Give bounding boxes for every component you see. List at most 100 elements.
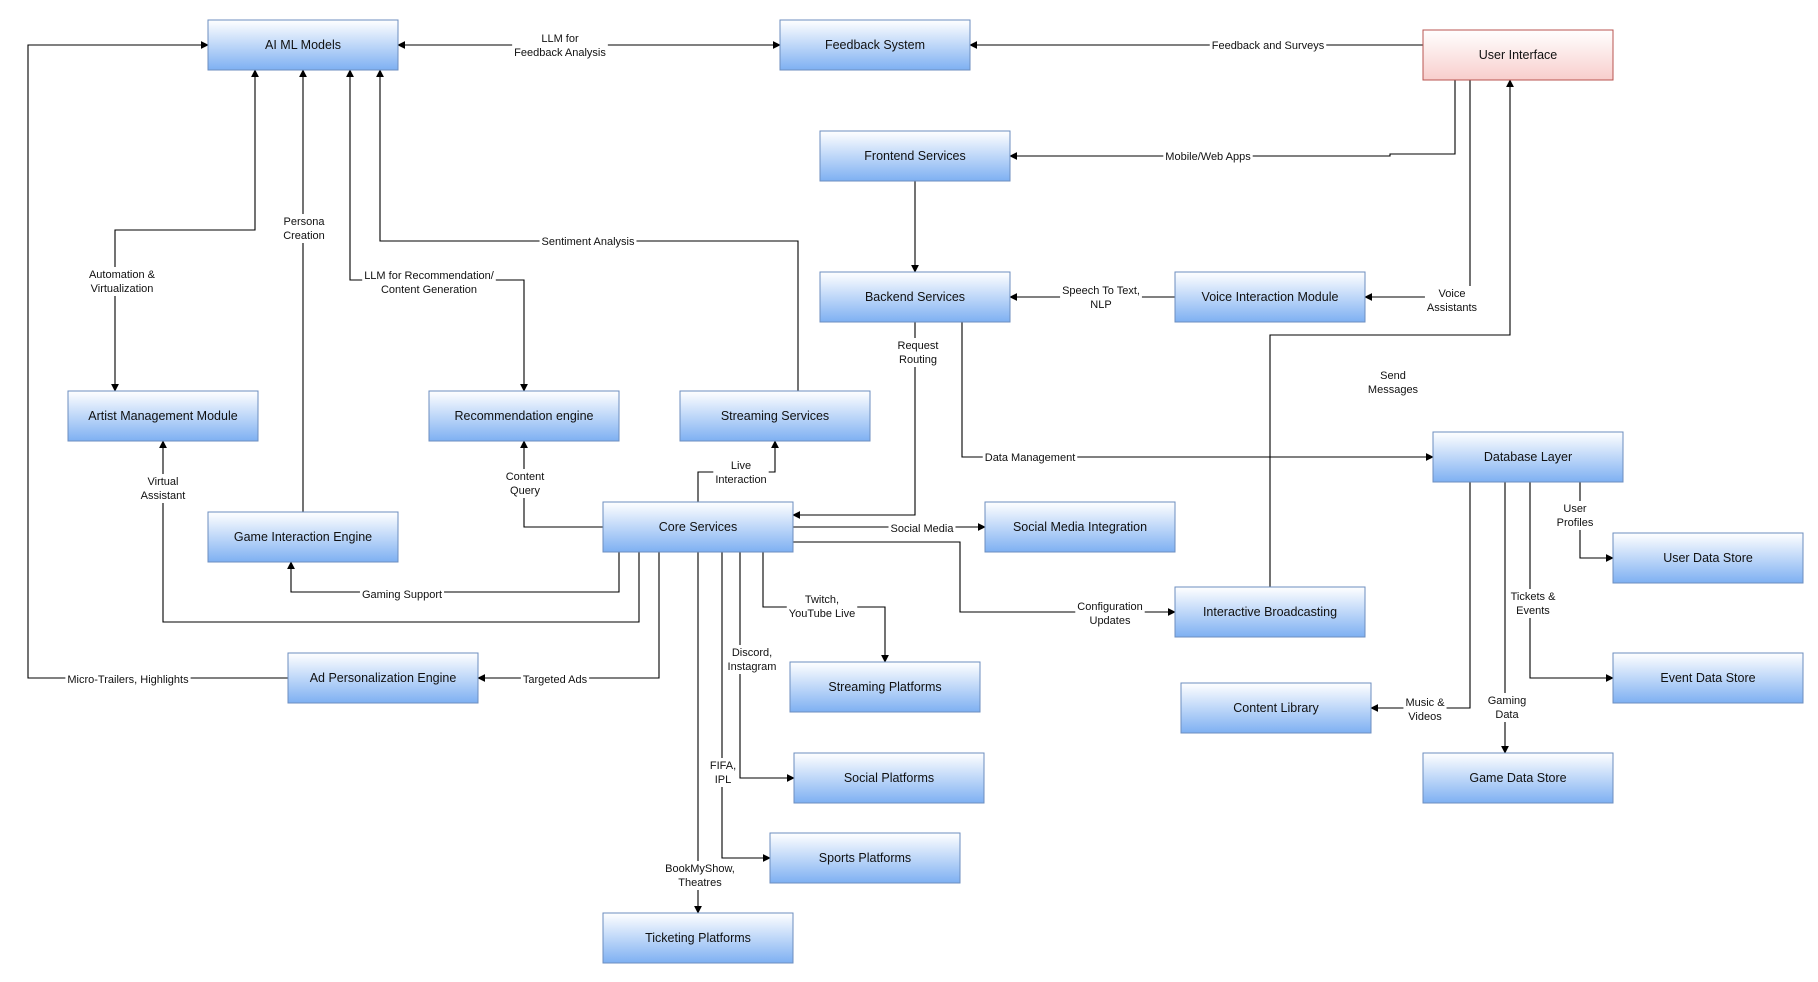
edge-label-line: Interaction xyxy=(715,474,766,486)
node-label: User Interface xyxy=(1479,48,1558,62)
edge-label-line: Content xyxy=(506,471,545,483)
edge-label-line: Gaming Support xyxy=(362,589,442,601)
edge-label-background xyxy=(707,758,739,787)
edge-label-line: Creation xyxy=(283,230,325,242)
node-user-data-store: User Data Store xyxy=(1612,532,1804,584)
edge-label-targeted-ads: Targeted Ads xyxy=(520,672,590,687)
node-box xyxy=(1612,652,1804,704)
edge-label-background xyxy=(1403,695,1447,724)
edge-label-line: Updates xyxy=(1090,615,1131,627)
node-box xyxy=(819,130,1011,182)
node-artist-management-module: Artist Management Module xyxy=(67,390,259,442)
edge-core-broadcast xyxy=(793,541,1176,616)
edge-label-line: Routing xyxy=(899,354,937,366)
edge-label-background xyxy=(1424,286,1480,315)
edge-label-line: Discord, xyxy=(732,647,772,659)
edge-label-line: Feedback and Surveys xyxy=(1212,40,1325,52)
node-frontend-services: Frontend Services xyxy=(819,130,1011,182)
edge-label-background xyxy=(65,672,191,687)
edge-label-background xyxy=(725,645,779,674)
node-box xyxy=(1180,682,1372,734)
edge-label-background xyxy=(362,268,496,297)
edge-ad-ai xyxy=(27,41,288,679)
node-box xyxy=(428,390,620,442)
node-sports-platforms: Sports Platforms xyxy=(769,832,961,884)
node-box xyxy=(679,390,871,442)
edge-label-line: Voice xyxy=(1439,288,1466,300)
edge-label-line: Messages xyxy=(1368,384,1419,396)
edge-label-background xyxy=(888,521,956,536)
node-label: Social Media Integration xyxy=(1013,520,1147,534)
edge-label-music-videos: Music &Videos xyxy=(1403,695,1447,724)
edge-ai-recommendation xyxy=(346,69,528,392)
node-box xyxy=(287,652,479,704)
node-label: Feedback System xyxy=(825,38,925,52)
node-label: Recommendation engine xyxy=(455,409,594,423)
node-box xyxy=(207,511,399,563)
edge-label-line: Query xyxy=(510,485,540,497)
node-box xyxy=(1432,431,1624,483)
node-label: Ad Personalization Engine xyxy=(310,671,457,685)
node-label: Game Data Store xyxy=(1469,771,1566,785)
node-social-media-integration: Social Media Integration xyxy=(984,501,1176,553)
edge-label-micro-trailers: Micro-Trailers, Highlights xyxy=(65,672,191,687)
edge-label-line: Automation & xyxy=(89,269,156,281)
node-box xyxy=(602,501,794,553)
node-social-platforms: Social Platforms xyxy=(793,752,985,804)
edge-label-background xyxy=(520,672,590,687)
edge-label-line: Events xyxy=(1516,605,1550,617)
edge-label-line: Configuration xyxy=(1077,601,1142,613)
edge-label-feedback-surveys: Feedback and Surveys xyxy=(1209,38,1327,53)
node-voice-interaction-module: Voice Interaction Module xyxy=(1174,271,1366,323)
edge-label-line: Feedback Analysis xyxy=(514,47,606,59)
edge-label-line: Assistants xyxy=(1427,302,1478,314)
node-database-layer: Database Layer xyxy=(1432,431,1624,483)
edge-label-line: Targeted Ads xyxy=(523,674,588,686)
edge-core-social-platforms xyxy=(739,552,795,782)
edge-label-line: YouTube Live xyxy=(789,608,855,620)
edge-label-line: Twitch, xyxy=(805,594,839,606)
node-ai-ml-models: AI ML Models xyxy=(207,19,399,71)
edge-label-tickets-events: Tickets &Events xyxy=(1508,589,1558,618)
edge-label-data-management: Data Management xyxy=(982,450,1078,465)
edge-label-automation-virtualization: Automation &Virtualization xyxy=(86,267,158,296)
edge-label-line: Data xyxy=(1495,709,1519,721)
node-label: Core Services xyxy=(659,520,738,534)
edge-label-background xyxy=(1554,501,1596,530)
edge-label-gaming-support: Gaming Support xyxy=(359,587,445,602)
edge-label-line: Gaming xyxy=(1488,695,1527,707)
node-box xyxy=(789,661,981,713)
node-box xyxy=(819,271,1011,323)
node-box xyxy=(1174,271,1366,323)
node-feedback-system: Feedback System xyxy=(779,19,971,71)
edge-label-background xyxy=(359,587,445,602)
node-box xyxy=(1422,752,1614,804)
edge-label-line: Speech To Text, xyxy=(1062,285,1140,297)
edge-database-event xyxy=(1529,482,1614,682)
node-interactive-broadcasting: Interactive Broadcasting xyxy=(1174,586,1366,638)
node-game-interaction-engine: Game Interaction Engine xyxy=(207,511,399,563)
node-core-services: Core Services xyxy=(602,501,794,553)
edge-label-line: NLP xyxy=(1090,299,1111,311)
edge-label-line: Data Management xyxy=(985,452,1076,464)
node-label: Voice Interaction Module xyxy=(1202,290,1339,304)
edge-label-background xyxy=(663,861,737,890)
edge-core-ad xyxy=(477,552,660,682)
node-streaming-platforms: Streaming Platforms xyxy=(789,661,981,713)
edge-label-background xyxy=(1209,38,1327,53)
node-label: Content Library xyxy=(1233,701,1319,715)
edge-ai-artist xyxy=(111,69,259,392)
node-box xyxy=(67,390,259,442)
node-box xyxy=(602,912,794,964)
edge-label-line: Social Media xyxy=(891,523,955,535)
edge-label-line: Videos xyxy=(1408,711,1442,723)
edge-core-game xyxy=(287,552,620,593)
edge-label-line: Live xyxy=(731,460,751,472)
edge-backend-database xyxy=(961,322,1434,461)
node-label: Sports Platforms xyxy=(819,851,911,865)
